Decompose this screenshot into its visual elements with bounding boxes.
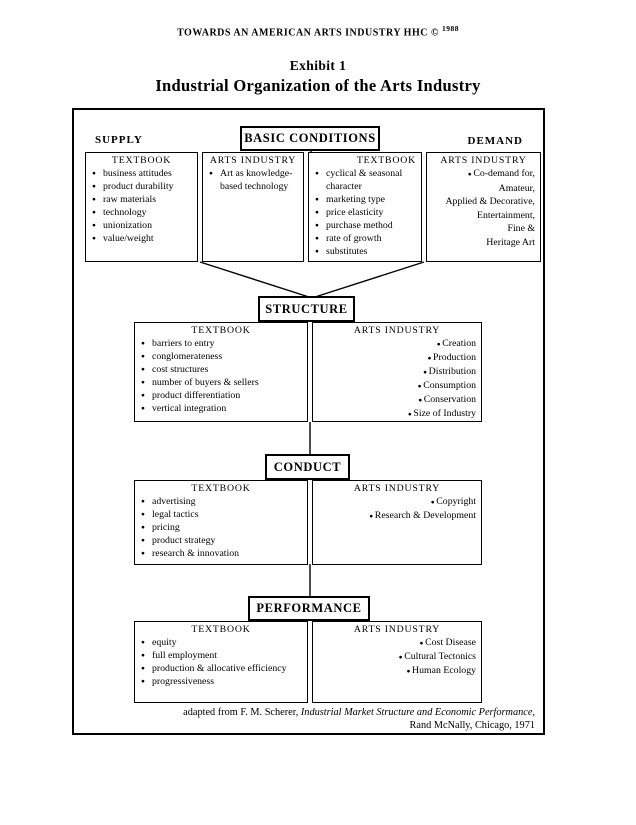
- list-item: marketing type: [315, 193, 418, 206]
- conduct-arts-industry-list: Copyright Research & Development: [313, 495, 481, 523]
- structure-textbook-cell: TEXTBOOK barriers to entry conglomeraten…: [134, 322, 308, 422]
- list-item: Distribution: [316, 365, 476, 379]
- demand-arts-industry-list: ● Co-demand for, Amateur, Applied & Deco…: [427, 167, 540, 249]
- list-item: product durability: [92, 180, 194, 193]
- list-item: Research & Development: [316, 509, 476, 523]
- list-item: production & allocative efficiency: [141, 662, 304, 675]
- demand-arts-industry-cell: ARTS INDUSTRY ● Co-demand for, Amateur, …: [426, 152, 541, 262]
- list-item: value/weight: [92, 232, 194, 245]
- list-item: Fine &: [507, 223, 536, 234]
- citation-prefix: adapted from F. M. Scherer,: [183, 707, 301, 718]
- structure-arts-industry-list: Creation Production Distribution Consump…: [313, 337, 481, 421]
- list-item: legal tactics: [141, 508, 304, 521]
- diagram-frame: SUPPLY DEMAND BASIC CONDITIONS TEXTBOOK …: [72, 108, 545, 735]
- bullet-icon: ●: [467, 171, 474, 178]
- page-title: Industrial Organization of the Arts Indu…: [155, 76, 481, 95]
- running-header: TOWARDS AN AMERICAN ARTS INDUSTRY HHC © …: [0, 24, 636, 38]
- supply-arts-industry-header: ARTS INDUSTRY: [209, 155, 297, 166]
- list-item: business attitudes: [92, 167, 194, 180]
- list-item: Copyright: [316, 495, 476, 509]
- performance-arts-industry-header: ARTS INDUSTRY: [353, 624, 441, 635]
- list-item: price elasticity: [315, 206, 418, 219]
- supply-to-structure-line: [199, 261, 310, 298]
- demand-arts-industry-header: ARTS INDUSTRY: [440, 155, 527, 166]
- supply-textbook-cell: TEXTBOOK business attitudes product dura…: [85, 152, 198, 262]
- list-item: product strategy: [141, 534, 304, 547]
- list-item: Applied & Decorative,: [445, 196, 535, 207]
- list-item: Heritage Art: [486, 236, 535, 248]
- list-item: Consumption: [316, 379, 476, 393]
- list-item: unionization: [92, 219, 194, 232]
- supply-textbook-list: business attitudes product durability ra…: [86, 167, 197, 245]
- running-header-text: TOWARDS AN AMERICAN ARTS INDUSTRY HHC ©: [177, 27, 439, 39]
- conduct-arts-industry-cell: ARTS INDUSTRY Copyright Research & Devel…: [312, 480, 482, 565]
- list-item: number of buyers & sellers: [141, 376, 304, 389]
- list-item: research & innovation: [141, 547, 304, 560]
- demand-textbook-cell: TEXTBOOK cyclical & seasonal character m…: [308, 152, 422, 262]
- list-item: raw materials: [92, 193, 194, 206]
- list-item: full employment: [141, 649, 304, 662]
- list-item: barriers to entry: [141, 337, 304, 350]
- conduct-textbook-cell: TEXTBOOK advertising legal tactics prici…: [134, 480, 308, 565]
- performance-textbook-list: equity full employment production & allo…: [135, 636, 307, 688]
- performance-box: PERFORMANCE: [248, 596, 370, 621]
- conduct-textbook-list: advertising legal tactics pricing produc…: [135, 495, 307, 560]
- demand-textbook-header: TEXTBOOK: [356, 155, 416, 166]
- demand-textbook-list: cyclical & seasonal character marketing …: [309, 167, 421, 258]
- list-item: Amateur,: [498, 182, 535, 194]
- list-item: Cultural Tectonics: [316, 650, 476, 664]
- list-item: cyclical & seasonal character: [315, 167, 418, 193]
- exhibit-label: Exhibit 1: [289, 58, 347, 73]
- list-item: pricing: [141, 521, 304, 534]
- supply-textbook-header: TEXTBOOK: [111, 155, 172, 166]
- list-item: equity: [141, 636, 304, 649]
- list-item: technology: [92, 206, 194, 219]
- structure-textbook-list: barriers to entry conglomerateness cost …: [135, 337, 307, 415]
- list-item: Cost Disease: [316, 636, 476, 650]
- supply-arts-industry-list: Art as knowledge-based technology: [203, 167, 303, 193]
- structure-box: STRUCTURE: [258, 296, 355, 322]
- structure-textbook-header: TEXTBOOK: [191, 325, 251, 336]
- list-item: Creation: [316, 337, 476, 351]
- list-item: Human Ecology: [316, 664, 476, 678]
- list-item: substitutes: [315, 245, 418, 258]
- list-item: Production: [316, 351, 476, 365]
- list-item: product differentiation: [141, 389, 304, 402]
- citation-line-1: adapted from F. M. Scherer, Industrial M…: [183, 706, 535, 719]
- citation-line-2: Rand McNally, Chicago, 1971: [409, 720, 535, 731]
- list-item: purchase method: [315, 219, 418, 232]
- citation-work-title: Industrial Market Structure and Economic…: [300, 707, 535, 718]
- list-item: Size of Industry: [316, 407, 476, 421]
- list-item: Conservation: [316, 393, 476, 407]
- conduct-arts-industry-header: ARTS INDUSTRY: [353, 483, 441, 494]
- list-item: progressiveness: [141, 675, 304, 688]
- list-item: Art as knowledge-based technology: [209, 167, 300, 193]
- conduct-textbook-header: TEXTBOOK: [191, 483, 251, 494]
- list-item: rate of growth: [315, 232, 418, 245]
- performance-textbook-cell: TEXTBOOK equity full employment producti…: [134, 621, 308, 703]
- conduct-box: CONDUCT: [265, 454, 350, 480]
- demand-to-structure-line: [314, 261, 425, 298]
- list-item: Entertainment,: [477, 209, 535, 221]
- citation: adapted from F. M. Scherer, Industrial M…: [183, 706, 535, 732]
- performance-arts-industry-cell: ARTS INDUSTRY Cost Disease Cultural Tect…: [312, 621, 482, 703]
- supply-arts-industry-cell: ARTS INDUSTRY Art as knowledge-based tec…: [202, 152, 304, 262]
- demand-label: DEMAND: [467, 135, 523, 147]
- performance-arts-industry-list: Cost Disease Cultural Tectonics Human Ec…: [313, 636, 481, 678]
- structure-arts-industry-cell: ARTS INDUSTRY Creation Production Distri…: [312, 322, 482, 422]
- list-item: conglomerateness: [141, 350, 304, 363]
- basic-conditions-box: BASIC CONDITIONS: [240, 126, 380, 151]
- list-item: ● Co-demand for,: [467, 168, 535, 179]
- list-item: vertical integration: [141, 402, 304, 415]
- structure-arts-industry-header: ARTS INDUSTRY: [353, 325, 441, 336]
- supply-label: SUPPLY: [95, 134, 143, 146]
- list-item: advertising: [141, 495, 304, 508]
- running-header-year: 1988: [441, 24, 459, 33]
- performance-textbook-header: TEXTBOOK: [191, 624, 251, 635]
- list-item: cost structures: [141, 363, 304, 376]
